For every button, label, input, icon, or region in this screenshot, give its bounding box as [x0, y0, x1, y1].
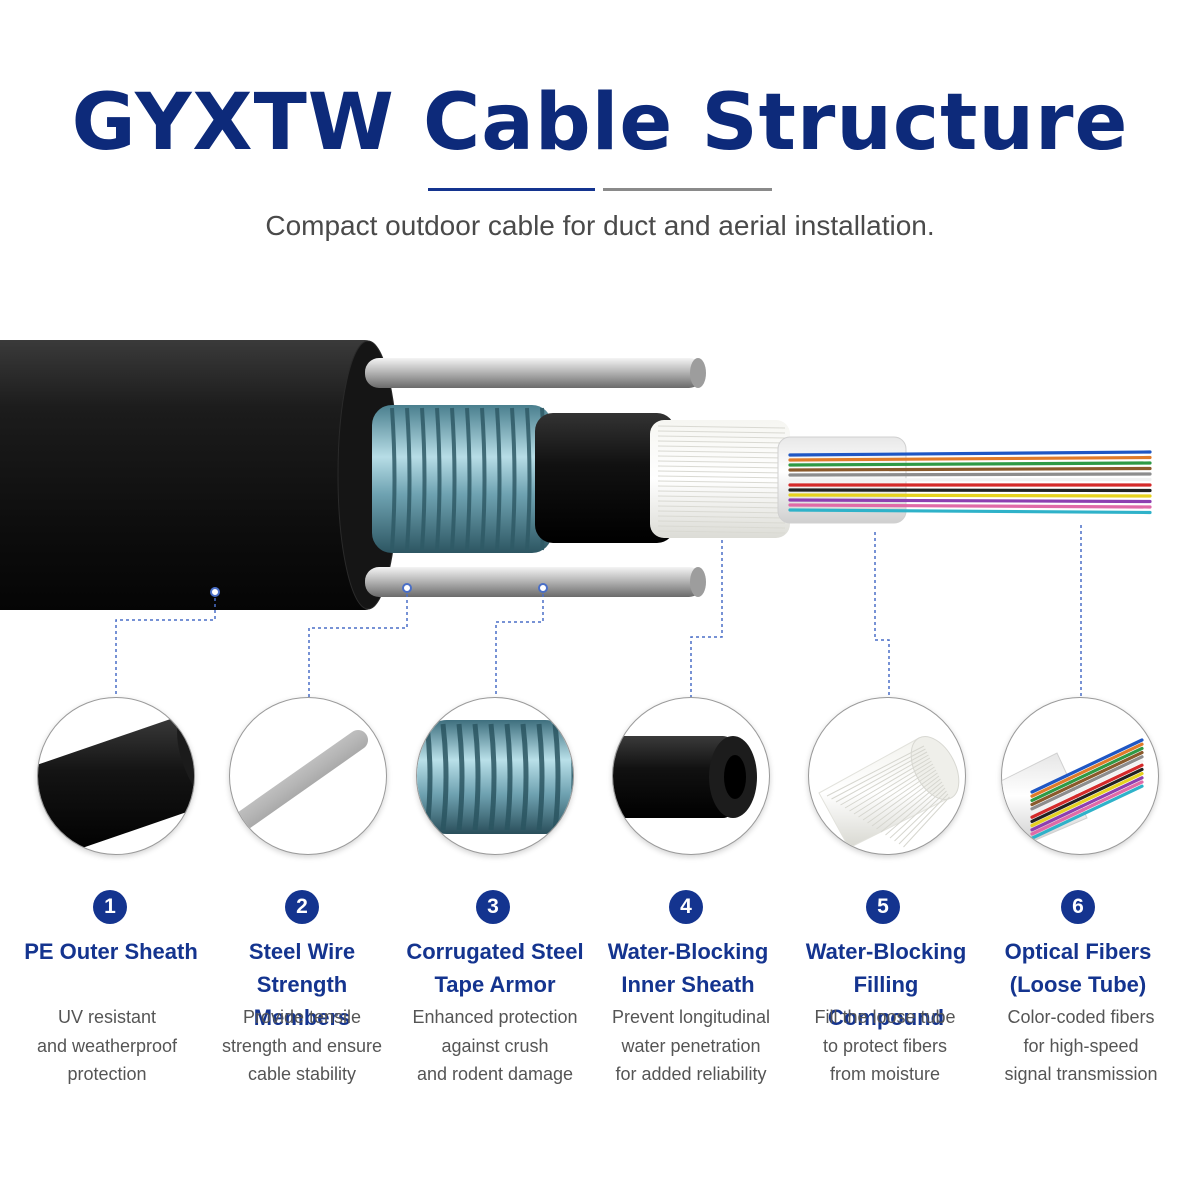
component-number-badge: 2 — [285, 890, 319, 924]
component-name-label: PE Outer Sheath — [24, 939, 198, 964]
title-divider-blue — [428, 188, 595, 191]
fiber-strand — [1030, 780, 1144, 836]
leader-lines — [115, 525, 1082, 697]
fiber-strand — [1030, 746, 1144, 803]
fiber-strand — [788, 455, 1152, 462]
steel-wire-icon — [229, 697, 387, 855]
fiber-strand — [1030, 771, 1144, 828]
component-name-label: Corrugated Steel Tape Armor — [406, 939, 584, 997]
fiber-strand — [788, 493, 1152, 498]
corrugated-armor — [372, 405, 552, 553]
fiber-strand — [788, 503, 1152, 509]
title-divider-gray — [603, 188, 772, 191]
page-title: GYXTW Cable Structure — [71, 78, 1129, 168]
page-subtitle: Compact outdoor cable for duct and aeria… — [265, 210, 935, 241]
fiber-strand — [788, 488, 1152, 493]
filling-compound — [650, 420, 790, 538]
fiber-strand — [1030, 742, 1144, 798]
filling-compound-icon — [808, 697, 966, 855]
fiber-strand — [1030, 767, 1144, 824]
fiber-strand — [788, 466, 1152, 472]
fiber-strand — [1030, 755, 1144, 811]
component-number-badge: 6 — [1061, 890, 1095, 924]
fiber-strand — [788, 472, 1152, 477]
inner-sheath-icon — [612, 697, 770, 855]
component-name-label: Optical Fibers (Loose Tube) — [1004, 939, 1152, 997]
fiber-strand — [1030, 784, 1144, 840]
component-number-badge: 4 — [669, 890, 703, 924]
fiber-strand — [788, 498, 1152, 504]
fiber-strand — [788, 461, 1152, 467]
corrugated-armor-icon — [416, 697, 574, 855]
cable-cutaway-illustration — [0, 340, 1152, 610]
component-name-label: Water-Blocking Filling Compound — [805, 939, 967, 1030]
component-number-badge: 1 — [93, 890, 127, 924]
fiber-strand — [1030, 763, 1144, 819]
fiber-strand — [1030, 738, 1144, 794]
component-name-label: Steel Wire Strength Members — [248, 939, 356, 1030]
inner-sheath — [535, 413, 675, 543]
fiber-strand — [788, 508, 1152, 515]
optical-fibers-icon — [1001, 697, 1159, 855]
component-name-label: Water-Blocking Inner Sheath — [607, 939, 769, 997]
steel-rod-bottom — [365, 567, 703, 597]
component-number-badge: 5 — [866, 890, 900, 924]
component-number-badge: 3 — [476, 890, 510, 924]
steel-rod-top — [365, 358, 703, 388]
fiber-strand — [788, 450, 1152, 457]
fiber-strand — [788, 477, 1152, 482]
fiber-strand — [1030, 776, 1144, 832]
pe-outer-sheath-icon — [37, 697, 195, 855]
fiber-strand — [1030, 759, 1144, 815]
outer-sheath-body — [0, 340, 395, 610]
fiber-strand — [1030, 750, 1144, 807]
